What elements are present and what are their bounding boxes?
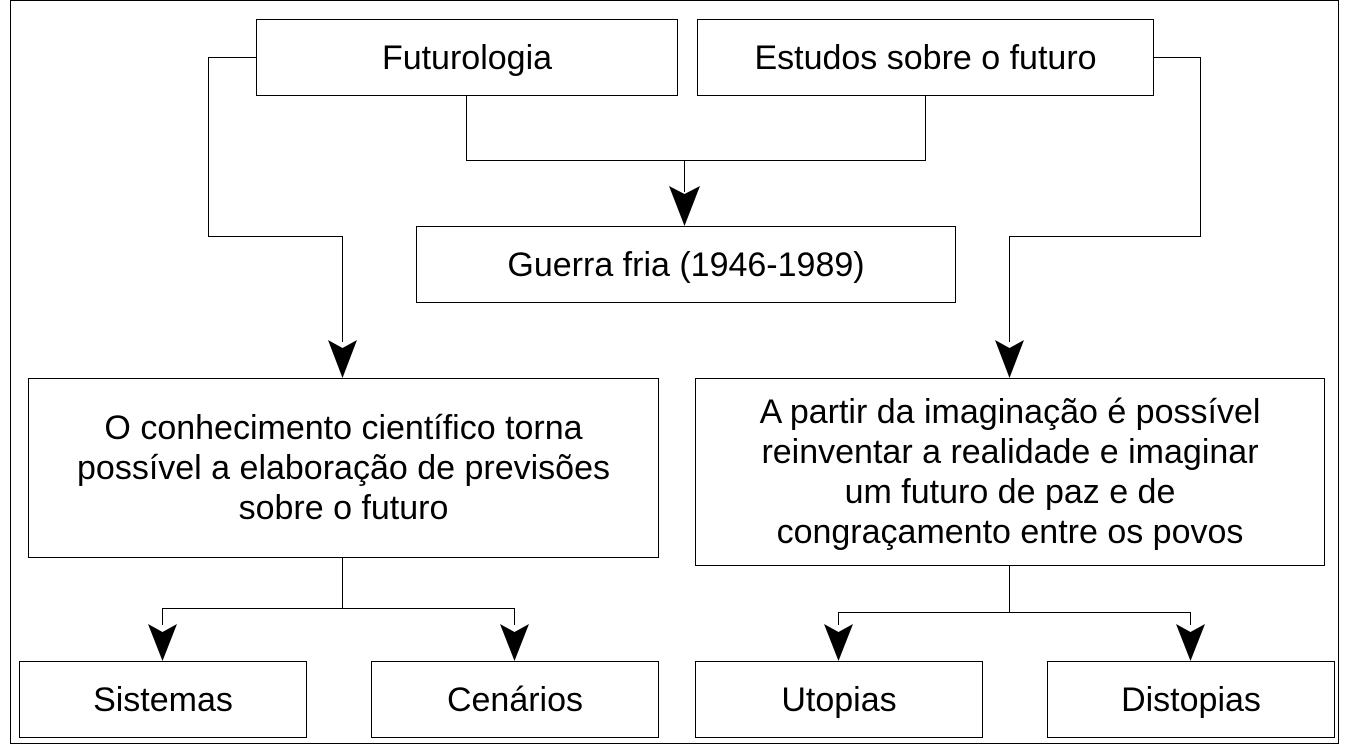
arrowhead-to-utopias [824,624,853,661]
connector-futurologia-to-conhecimento [208,57,343,342]
node-estudos-label: Estudos sobre o futuro [754,38,1097,77]
node-conhecimento-line: possível a elaboração de previsões [77,449,610,487]
arrowhead-to-distopias [1176,624,1205,661]
node-estudos-sobre-o-futuro: Estudos sobre o futuro [697,19,1154,96]
node-distopias-label: Distopias [1121,680,1261,719]
node-guerra-label: Guerra fria (1946-1989) [507,245,865,284]
node-utopias-label: Utopias [781,680,897,719]
node-conhecimento-text: O conhecimento científico torna possível… [77,408,610,528]
node-utopias: Utopias [695,661,983,738]
node-futurologia: Futurologia [256,19,678,96]
node-imaginacao-line: reinventar a realidade e imaginar [761,433,1259,471]
connector-futurologia-estudos-merge [466,95,926,161]
node-cenarios-label: Cenários [446,680,584,719]
connector-imaginacao-branch [838,565,1191,625]
node-imaginacao: A partir da imaginação é possível reinve… [695,378,1325,566]
node-imaginacao-line: um futuro de paz e de [844,473,1176,511]
arrowhead-to-sistemas [148,624,177,661]
arrowhead-to-imaginacao [995,340,1024,378]
node-cenarios: Cenários [371,661,659,738]
node-guerra-fria: Guerra fria (1946-1989) [416,226,956,303]
arrowhead-to-cenarios [500,624,529,661]
node-sistemas-label: Sistemas [93,680,233,719]
node-conhecimento-line: O conhecimento científico torna [104,409,583,447]
node-imaginacao-line: congraçamento entre os povos [776,513,1244,551]
node-imaginacao-text: A partir da imaginação é possível reinve… [760,392,1261,552]
node-sistemas: Sistemas [19,661,307,738]
node-futurologia-label: Futurologia [381,38,553,77]
arrowhead-to-guerra [669,186,700,226]
connector-conhecimento-branch [162,557,515,625]
node-conhecimento-line: sobre o futuro [238,489,449,527]
node-conhecimento-cientifico: O conhecimento científico torna possível… [28,378,659,558]
connector-estudos-to-imaginacao [1009,57,1201,342]
node-distopias: Distopias [1047,661,1335,738]
arrowhead-to-conhecimento [328,340,357,378]
node-imaginacao-line: A partir da imaginação é possível [759,393,1261,431]
